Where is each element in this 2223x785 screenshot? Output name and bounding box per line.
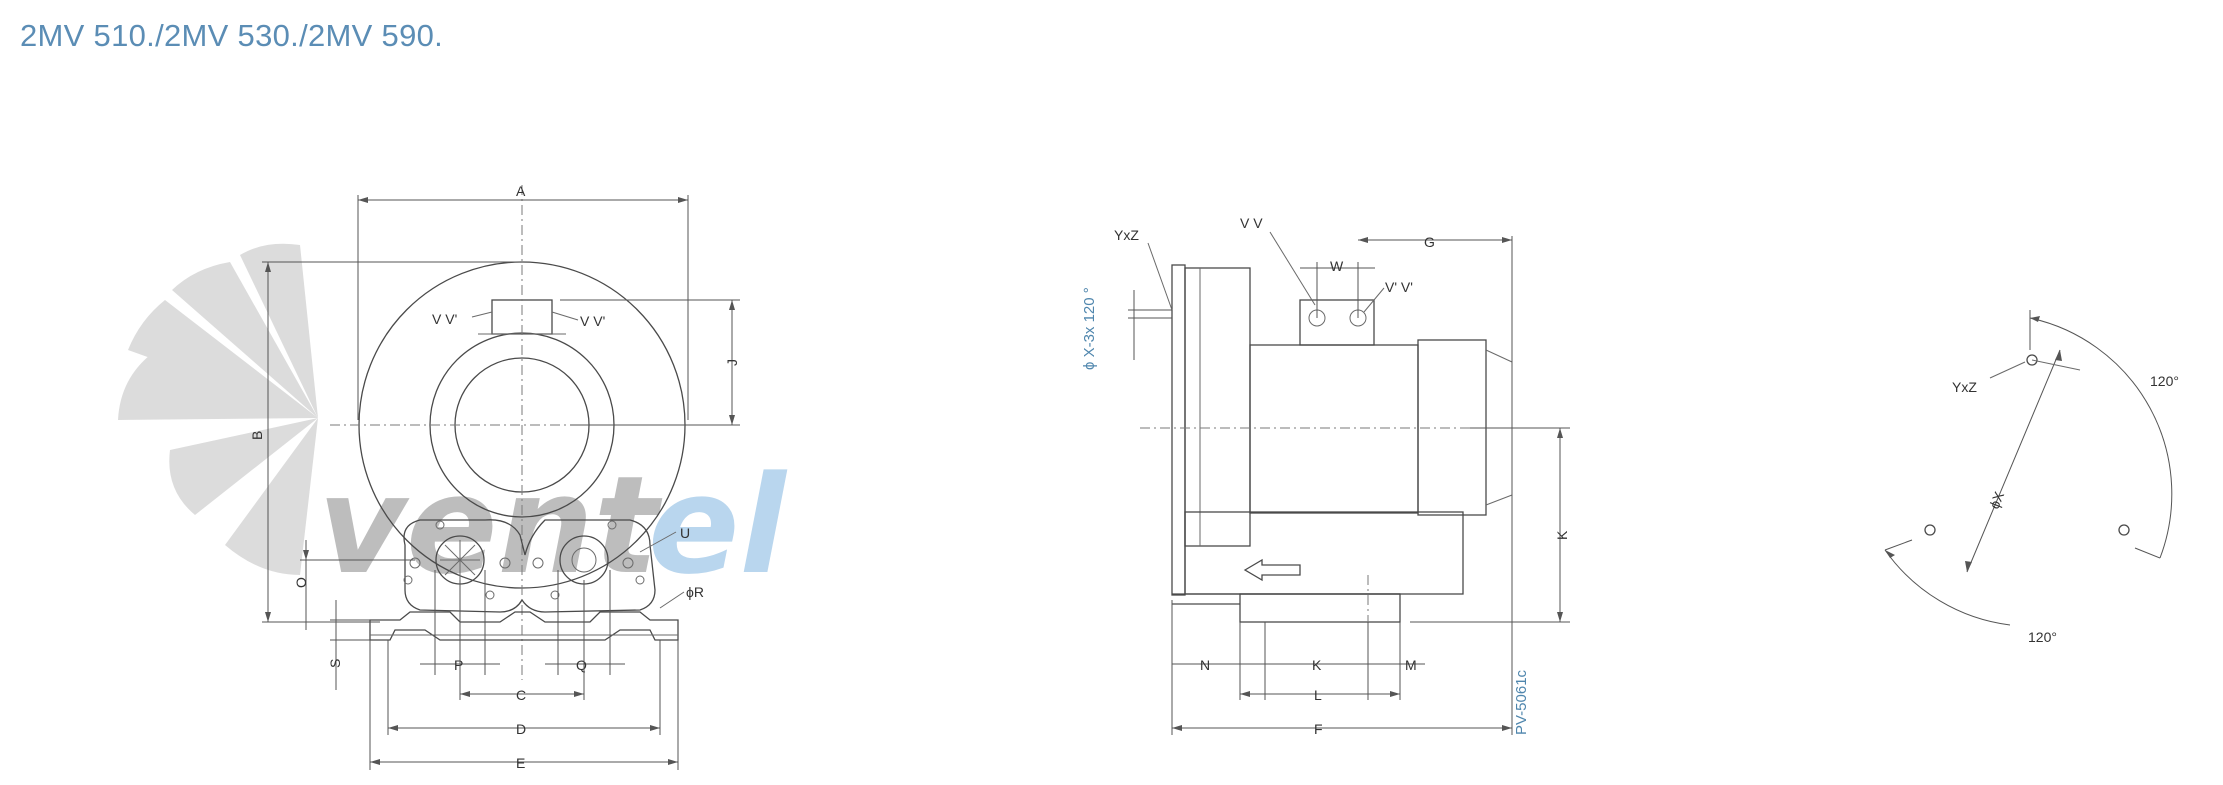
page-title: 2MV 510./2MV 530./2MV 590. xyxy=(20,18,444,53)
dim-label-L: L xyxy=(1314,687,1322,703)
dim-label-N: N xyxy=(1200,657,1210,673)
label-R: ϕR xyxy=(686,584,704,600)
flange-hole-top xyxy=(2026,354,2038,366)
side-view: YxZ ϕ X-3x 120 ° V V W V' V' G K PV-5061… xyxy=(1081,215,1570,737)
blower-body xyxy=(1184,267,1251,547)
flange-view: ϕX YxZ 120° 120° xyxy=(1884,310,2179,645)
dim-label-S: S xyxy=(327,659,343,668)
label-flange-X: ϕX xyxy=(1986,489,2008,512)
dim-label-B: B xyxy=(249,431,265,440)
dim-label-J: J xyxy=(724,359,740,366)
flange-hole-right xyxy=(2118,524,2130,536)
label-side-yxz: YxZ xyxy=(1114,227,1139,243)
terminal-box xyxy=(1299,299,1375,346)
label-flange-yxz: YxZ xyxy=(1952,379,1977,395)
label-hole-spec: ϕ X-3x 120 ° xyxy=(1081,287,1098,370)
drawing-code: PV-5061c xyxy=(1513,669,1530,735)
label-vv-right: V V' xyxy=(580,313,605,329)
dim-label-G: G xyxy=(1424,234,1435,250)
label-side-vpvp: V' V' xyxy=(1385,279,1413,295)
flange-hole-left xyxy=(1924,524,1936,536)
dim-label-C: C xyxy=(516,687,526,703)
watermark-logo: vent el xyxy=(118,243,788,604)
watermark-text-el: el xyxy=(648,447,788,604)
dim-label-P: P xyxy=(454,657,463,673)
dim-label-A: A xyxy=(516,183,526,199)
front-view: A B J V V' V V' O S U ϕR xyxy=(249,183,740,771)
base-feet xyxy=(369,611,679,641)
flow-arrow-icon xyxy=(1243,558,1301,582)
dim-label-Q: Q xyxy=(576,657,587,673)
manifold-outline xyxy=(403,519,656,613)
dim-label-M: M xyxy=(1405,657,1417,673)
label-vv-left: V V' xyxy=(432,311,457,327)
dim-label-F: F xyxy=(1314,721,1323,737)
label-angle-top: 120° xyxy=(2150,373,2179,389)
label-angle-bottom: 120° xyxy=(2028,629,2057,645)
dim-label-O: O xyxy=(293,577,309,588)
dim-label-E: E xyxy=(516,755,525,771)
dim-label-K-right: K xyxy=(1554,530,1570,540)
dim-label-W: W xyxy=(1330,258,1344,274)
fan-icon xyxy=(118,243,318,575)
label-side-vv: V V xyxy=(1240,215,1263,231)
dim-label-K-bottom: K xyxy=(1312,657,1322,673)
label-U: U xyxy=(680,525,690,541)
watermark-text-vent: vent xyxy=(318,447,663,604)
dim-label-D: D xyxy=(516,721,526,737)
